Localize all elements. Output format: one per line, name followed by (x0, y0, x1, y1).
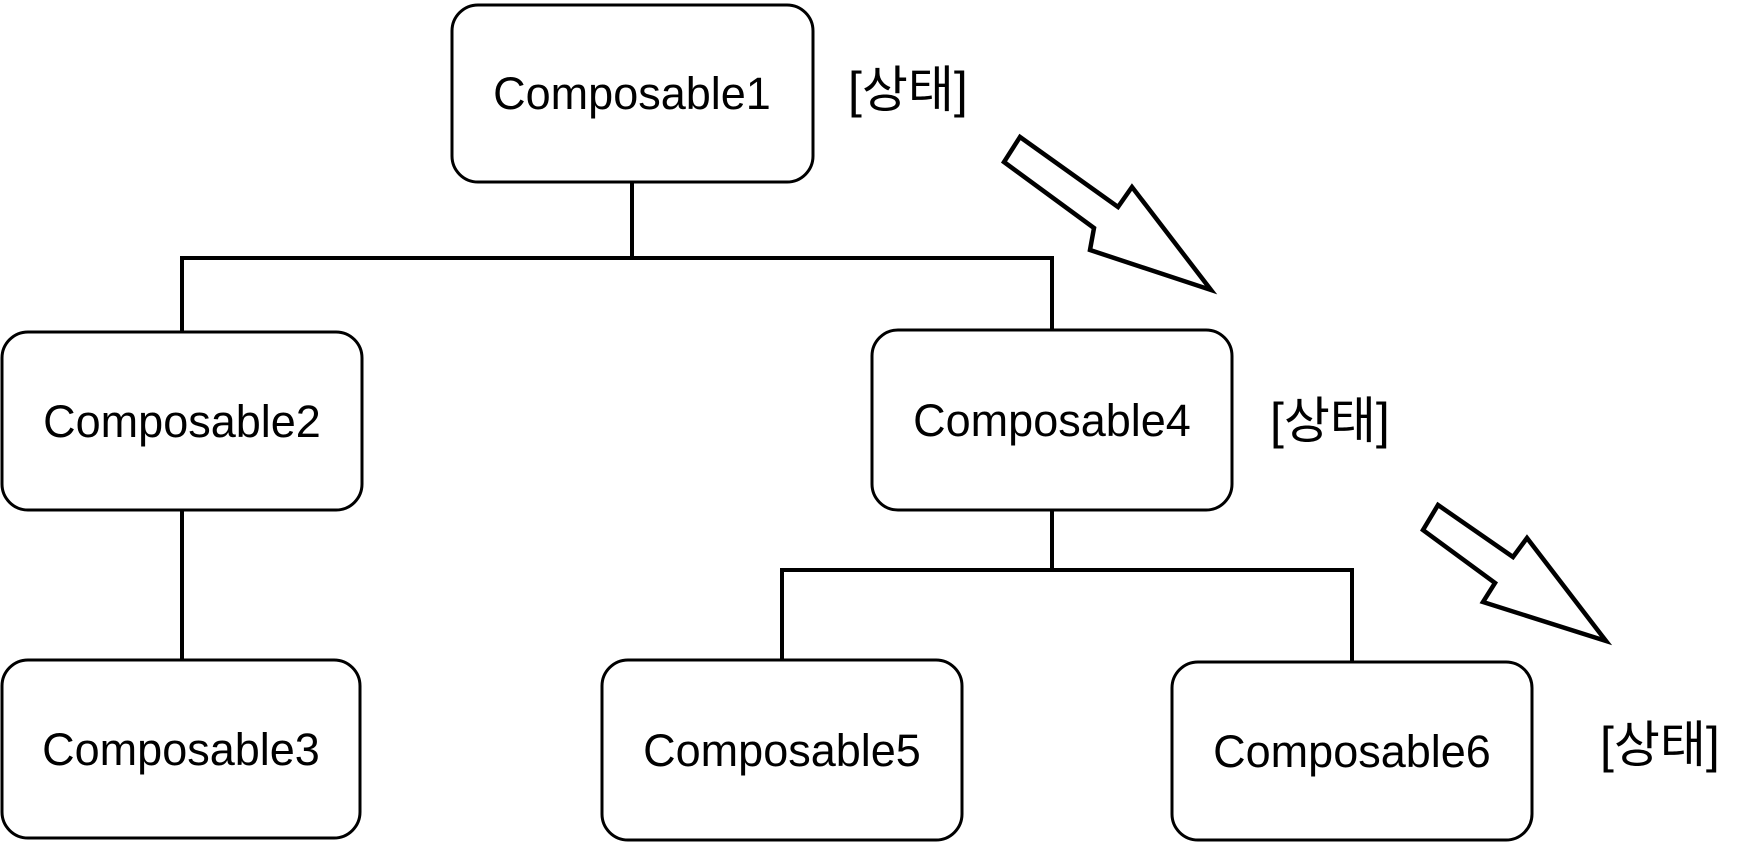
node-composable2-box (0, 330, 364, 512)
node-composable3: Composable3 (0, 658, 362, 840)
edge-composable4-composable5 (780, 510, 1054, 660)
node-composable3-box (0, 658, 362, 840)
node-composable2: Composable2 (0, 330, 364, 512)
node-composable5-label: Composable5 (643, 725, 921, 776)
node-composable4-label: Composable4 (913, 395, 1191, 446)
node-composable2-label: Composable2 (43, 396, 321, 447)
node-composable6-box (1170, 660, 1534, 842)
node-composable1-box (450, 3, 815, 184)
edge-composable1-composable2 (180, 182, 634, 332)
node-composable6-label: Composable6 (1213, 726, 1491, 777)
node-composable3-label: Composable3 (42, 724, 320, 775)
node-composable4: Composable4 (870, 328, 1234, 512)
node-composable4-box (870, 328, 1234, 512)
node-composable1-label: Composable1 (493, 68, 771, 119)
node-composable5-box (600, 658, 964, 842)
node-composable5: Composable5 (600, 658, 964, 842)
state-flow-arrow-1-icon (1000, 133, 1218, 295)
state-label-composable6: [상태] (1600, 717, 1720, 773)
state-label-composable1: [상태] (848, 62, 968, 118)
state-label-composable4: [상태] (1270, 393, 1390, 449)
edge-composable4-composable6 (1052, 568, 1354, 662)
state-flow-arrow-2-icon (1420, 501, 1613, 646)
node-composable6: Composable6 (1170, 660, 1534, 842)
edge-composable1-composable4 (632, 256, 1054, 330)
node-composable1: Composable1 (450, 3, 815, 184)
